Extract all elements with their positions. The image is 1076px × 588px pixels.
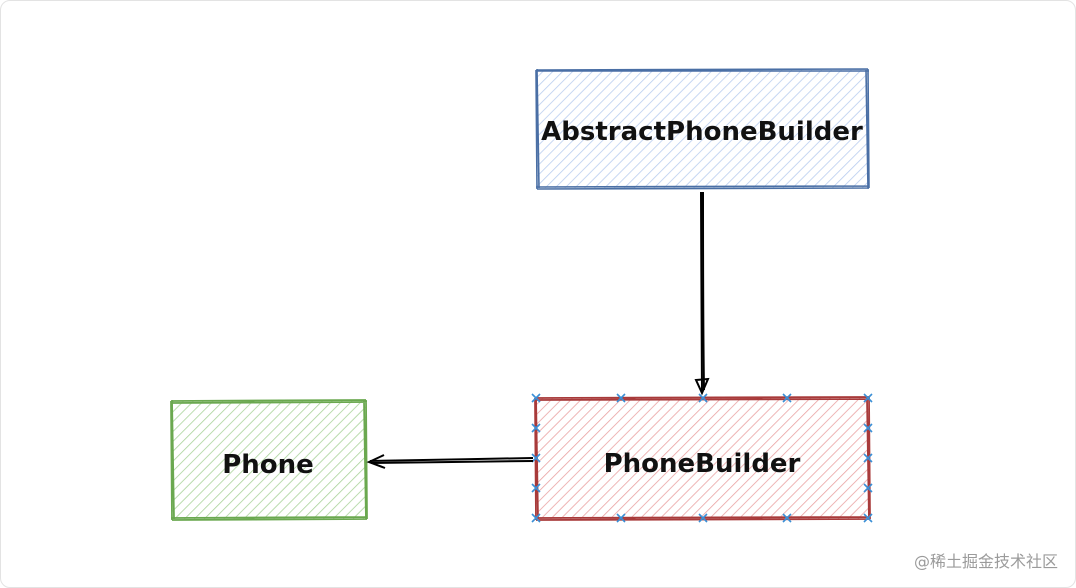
phone-label: Phone <box>222 450 314 480</box>
selection-handle[interactable] <box>531 513 541 523</box>
selection-handle[interactable] <box>698 393 708 403</box>
edge-line <box>370 460 534 464</box>
abstract-phone-builder-label: AbstractPhoneBuilder <box>541 117 863 147</box>
phone-builder-box[interactable]: PhoneBuilder <box>531 393 873 523</box>
selection-handle[interactable] <box>863 423 873 433</box>
arrowhead <box>366 454 386 469</box>
selection-handle[interactable] <box>863 453 873 463</box>
phone-builder-label: PhoneBuilder <box>604 449 801 479</box>
edge-line <box>700 191 703 393</box>
edge-abstract-to-builder[interactable] <box>694 191 710 396</box>
edge-builder-to-phone[interactable] <box>366 454 534 469</box>
arrowhead <box>694 377 710 396</box>
selection-handle[interactable] <box>531 423 541 433</box>
selection-handle[interactable] <box>863 483 873 493</box>
selection-handle[interactable] <box>531 483 541 493</box>
selection-handles <box>531 393 873 523</box>
selection-handle[interactable] <box>698 513 708 523</box>
phone-builder-fill <box>536 398 869 519</box>
phone-box[interactable]: Phone <box>170 399 368 521</box>
selection-handle[interactable] <box>616 513 626 523</box>
phone-border <box>170 399 368 521</box>
selection-handle[interactable] <box>782 393 792 403</box>
watermark: @稀土掘金技术社区 <box>913 552 1058 571</box>
edge-line <box>369 457 534 462</box>
phone-fill <box>172 401 366 519</box>
selection-handle[interactable] <box>782 513 792 523</box>
edge-line <box>702 191 705 391</box>
selection-handle[interactable] <box>863 513 873 523</box>
selection-handle[interactable] <box>863 393 873 403</box>
abstract-phone-builder-border <box>535 68 870 190</box>
selection-handle[interactable] <box>531 393 541 403</box>
abstract-phone-builder-fill <box>537 70 868 188</box>
abstract-phone-builder-box[interactable]: AbstractPhoneBuilder <box>535 68 870 190</box>
selection-handle[interactable] <box>531 453 541 463</box>
selection-handle[interactable] <box>616 393 626 403</box>
